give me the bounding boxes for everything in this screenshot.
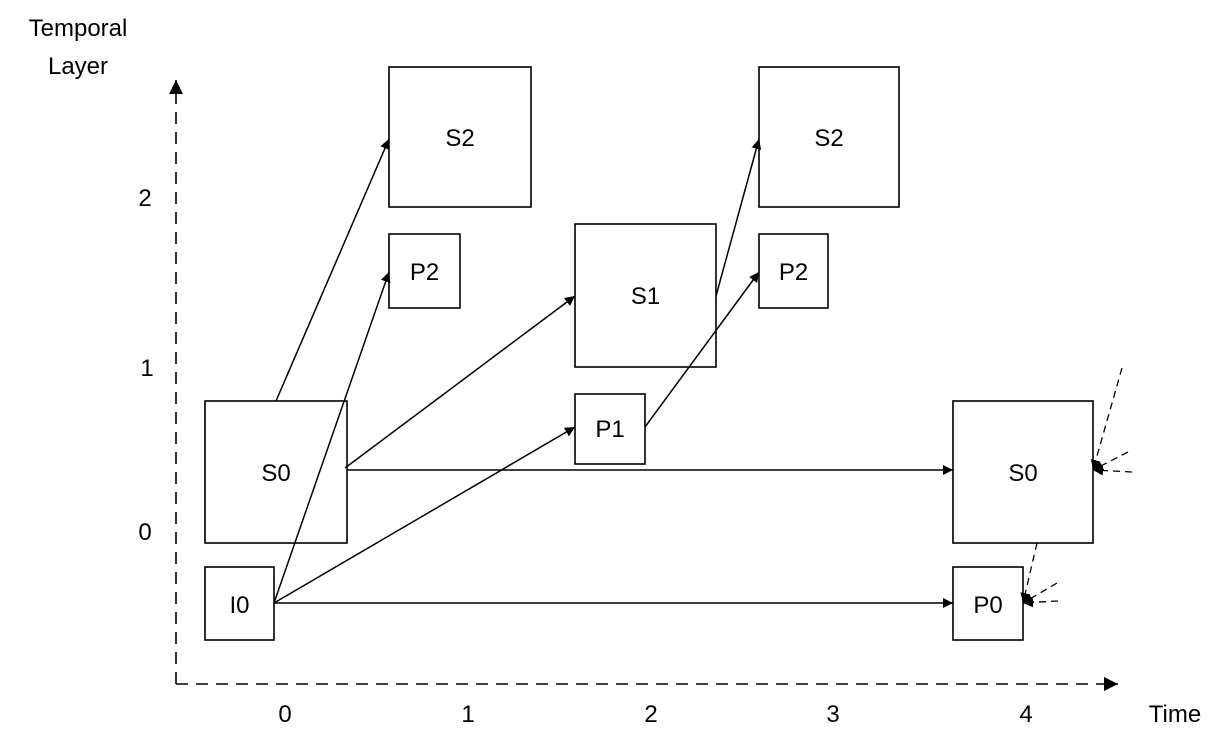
arrow-s0-to-s1 [344, 295, 576, 469]
frame-label: I0 [229, 592, 249, 619]
x-tick-label: 2 [644, 701, 657, 728]
frame-label: P2 [779, 259, 808, 286]
y-tick-label: 1 [140, 355, 153, 382]
y-tick-label: 0 [138, 519, 151, 546]
frame-s0-time0: S0 [204, 400, 348, 544]
y-axis-title-line2: Layer [48, 53, 108, 80]
arrow-s0-to-s2 [275, 138, 390, 402]
frame-i0-time0: I0 [204, 566, 275, 641]
arrow-p1-to-p2 [644, 271, 760, 428]
x-axis-title: Time [1149, 701, 1201, 728]
frame-p2-time1: P2 [388, 233, 461, 309]
y-axis-title-line1: Temporal [29, 15, 128, 42]
frame-s2-time1: S2 [388, 66, 532, 208]
x-tick-label: 3 [826, 701, 839, 728]
frame-s0-time4: S0 [952, 400, 1094, 544]
frame-label: P2 [410, 259, 439, 286]
dashed-ref-s0-c [1092, 465, 1133, 476]
x-tick-label: 4 [1019, 701, 1032, 728]
dashed-ref-p0-c [1022, 597, 1059, 608]
frame-label: P0 [973, 592, 1002, 619]
x-tick-label: 0 [278, 701, 291, 728]
arrow-s1-to-s2 [715, 138, 762, 297]
frame-p2-time3: P2 [758, 233, 829, 309]
frame-label: S1 [631, 283, 660, 310]
dashed-ref-p0-b [1022, 582, 1058, 604]
x-tick-label: 1 [461, 701, 474, 728]
dashed-ref-s0-a [1090, 367, 1123, 471]
dashed-ref-s0-b [1092, 451, 1129, 471]
frame-label: P1 [595, 416, 624, 443]
frame-label: S2 [445, 125, 474, 152]
y-tick-label: 2 [138, 185, 151, 212]
frame-s2-time3: S2 [758, 66, 900, 208]
dashed-ref-p0-a [1020, 542, 1038, 604]
arrow-i0-to-p1 [273, 426, 576, 604]
arrow-i0-to-p2 [273, 271, 391, 604]
frame-p1-time2: P1 [574, 393, 646, 465]
frame-label: S0 [261, 460, 290, 487]
frame-p0-time4: P0 [952, 566, 1024, 641]
frame-label: S2 [814, 125, 843, 152]
frame-s1-time2: S1 [574, 223, 717, 368]
frame-label: S0 [1008, 460, 1037, 487]
